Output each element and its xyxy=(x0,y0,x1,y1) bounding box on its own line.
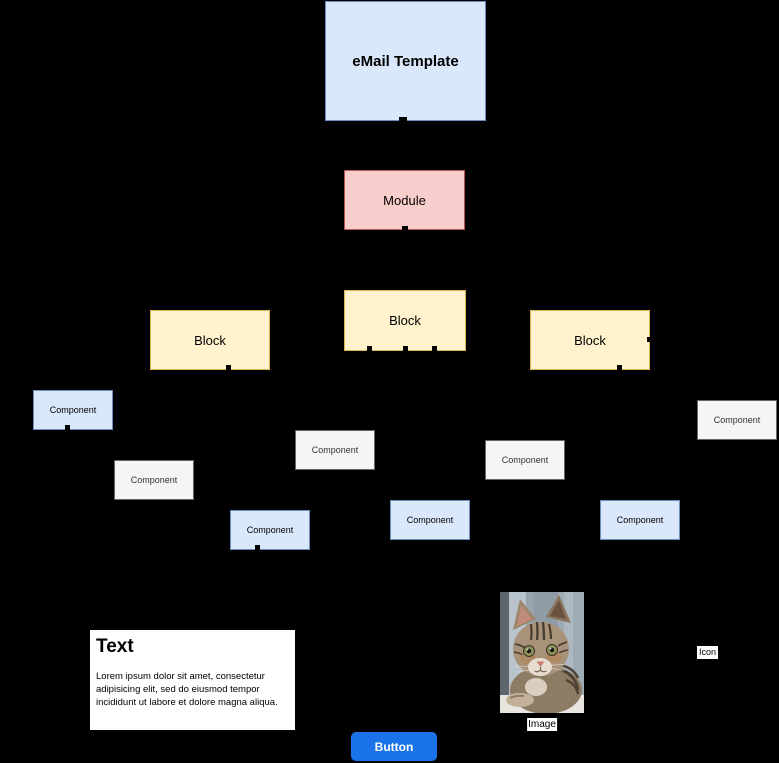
node-component-label: Component xyxy=(406,515,454,525)
button-element[interactable]: Button xyxy=(351,732,437,761)
connector-mark xyxy=(226,365,231,371)
node-component-label: Component xyxy=(713,415,761,425)
text-element-card[interactable]: Text Lorem ipsum dolor sit amet, consect… xyxy=(90,630,295,730)
node-block-middle[interactable]: Block xyxy=(344,290,466,351)
node-component-2[interactable]: Component xyxy=(114,460,194,500)
node-component-label: Component xyxy=(616,515,664,525)
connector-mark xyxy=(432,346,437,352)
node-component-label: Component xyxy=(501,455,549,465)
node-component-7[interactable]: Component xyxy=(600,500,680,540)
node-block-left[interactable]: Block xyxy=(150,310,270,370)
connector-mark xyxy=(647,337,653,342)
node-module[interactable]: Module xyxy=(344,170,465,230)
node-module-label: Module xyxy=(383,192,426,208)
node-component-label: Component xyxy=(246,525,294,535)
node-block-label: Block xyxy=(194,332,226,348)
node-block-label: Block xyxy=(389,313,421,328)
text-element-title: Text xyxy=(96,636,134,657)
icon-element-label[interactable]: Icon xyxy=(697,646,719,659)
node-component-label: Component xyxy=(130,475,178,485)
node-component-label: Component xyxy=(311,445,359,455)
node-component-8[interactable]: Component xyxy=(697,400,777,440)
node-email-template[interactable]: eMail Template xyxy=(325,1,486,121)
node-block-right[interactable]: Block xyxy=(530,310,650,370)
node-component-1[interactable]: Component xyxy=(33,390,113,430)
connector-mark xyxy=(402,226,408,231)
connector-mark xyxy=(399,117,407,122)
connector-mark xyxy=(403,346,408,352)
connector-mark xyxy=(65,425,70,431)
node-component-5[interactable]: Component xyxy=(390,500,470,540)
image-element[interactable]: Image xyxy=(500,592,584,738)
kitten-photo xyxy=(500,592,584,713)
image-element-caption: Image xyxy=(527,718,557,731)
node-component-4[interactable]: Component xyxy=(230,510,310,550)
connector-mark xyxy=(617,365,622,371)
node-component-3[interactable]: Component xyxy=(295,430,375,470)
node-component-label: Component xyxy=(49,405,97,415)
node-block-label: Block xyxy=(574,332,606,348)
connector-mark xyxy=(367,346,372,352)
node-component-6[interactable]: Component xyxy=(485,440,565,480)
text-element-body: Lorem ipsum dolor sit amet, consectetur … xyxy=(96,670,278,708)
connector-mark xyxy=(255,545,260,551)
node-email-template-label: eMail Template xyxy=(352,52,459,70)
